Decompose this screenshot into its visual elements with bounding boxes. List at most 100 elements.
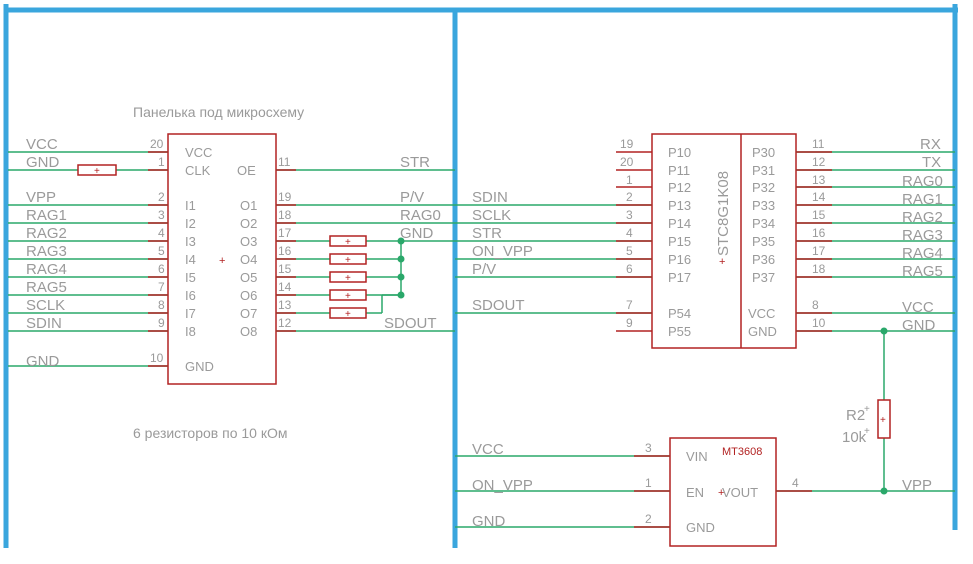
boost-converter: MT3608 + VCC 3 VIN ON_VPP 1 EN GND 2 GND… <box>455 437 955 547</box>
net-label: P/V <box>472 261 496 278</box>
pin-name: P37 <box>752 270 775 285</box>
mcu-right-pin-10: GND 10 GND <box>748 316 955 339</box>
net-label: RX <box>920 136 941 153</box>
pin-number: 1 <box>645 476 652 490</box>
socket-right-pin-4: O3 17 GND <box>240 225 455 249</box>
net-label: STR <box>472 225 502 242</box>
net-label: RAG2 <box>902 209 943 226</box>
net-label: RAG2 <box>26 225 67 242</box>
junction-dot <box>397 291 405 299</box>
pin-number: 20 <box>620 155 634 169</box>
ref-mark: + <box>864 404 870 415</box>
pin-name: P15 <box>668 234 691 249</box>
pullup-resistor-array: + + + + + <box>329 235 405 320</box>
pin-name: O6 <box>240 288 257 303</box>
socket-left-pin-9: SCLK 8 I7 <box>8 297 196 321</box>
net-label: RAG0 <box>400 207 441 224</box>
net-label: GND <box>26 353 60 370</box>
pin-name: VCC <box>748 306 775 321</box>
net-label: SDIN <box>26 315 62 332</box>
boost-body <box>669 437 777 547</box>
pin-name: P12 <box>668 180 691 195</box>
pin-name: P32 <box>752 180 775 195</box>
pin-number: 6 <box>158 262 165 276</box>
pin-number: 1 <box>626 173 633 187</box>
socket-right-pin-2: O1 19 P/V <box>240 189 455 213</box>
pin-number: 6 <box>626 262 633 276</box>
net-label: VPP <box>26 189 56 206</box>
pin-number: 19 <box>620 137 634 151</box>
mcu-left-pin-2: 20 P11 <box>616 155 690 178</box>
pin-number: 16 <box>278 244 292 258</box>
socket-title-note: Панелька под микросхему <box>133 104 304 120</box>
net-label: RAG4 <box>26 261 67 278</box>
pin-name: VOUT <box>722 485 758 500</box>
socket-left-pin-2: + GND 1 CLK <box>8 154 211 178</box>
boost-right-pin-1: VOUT 4 VPP <box>722 476 955 500</box>
pin-name: P30 <box>752 145 775 160</box>
mcu-part-name: STC8G1K08 <box>715 171 732 256</box>
net-label: RAG3 <box>902 227 943 244</box>
pin-name: CLK <box>185 163 211 178</box>
pin-name: EN <box>686 485 704 500</box>
pin-name: P14 <box>668 216 691 231</box>
socket-right-pin-8: O7 13 <box>240 298 382 321</box>
net-label: STR <box>400 154 430 171</box>
net-label: SCLK <box>26 297 65 314</box>
pin-number: 11 <box>278 155 291 169</box>
pin-number: 5 <box>626 244 633 258</box>
pullup-resistor <box>329 307 367 319</box>
r2-value: 10k <box>842 429 867 446</box>
pullup-resistor <box>329 235 367 247</box>
socket-right-pin-5: O4 16 <box>240 244 401 267</box>
pin-name: O1 <box>240 198 257 213</box>
mcu-right-pin-8: P37 18 RAG5 <box>752 262 955 285</box>
mcu-right-pin-1: P30 11 RX <box>752 136 955 160</box>
socket-right-pin-7: O6 14 <box>240 280 401 303</box>
net-label: SDOUT <box>472 297 525 314</box>
net-label: VCC <box>26 136 58 153</box>
socket-left-pin-8: RAG5 7 I6 <box>8 279 196 303</box>
pin-number: 20 <box>150 137 164 151</box>
pin-name: P34 <box>752 216 775 231</box>
net-label: GND <box>400 225 434 242</box>
pin-name: P16 <box>668 252 691 267</box>
pin-name: I4 <box>185 252 196 267</box>
mcu-right-pin-7: P36 17 RAG4 <box>752 244 955 267</box>
socket-right-pin-3: O2 18 RAG0 <box>240 207 455 231</box>
net-label: ON_VPP <box>472 243 533 260</box>
bus-bars <box>3 4 958 548</box>
socket-left-pin-4: RAG1 3 I2 <box>8 207 196 231</box>
net-label: RAG5 <box>902 263 943 280</box>
pin-name: I6 <box>185 288 196 303</box>
net-label: GND <box>472 513 506 530</box>
pin-number: 2 <box>158 190 165 204</box>
pin-number: 3 <box>158 208 165 222</box>
mcu-right-pin-2: P31 12 TX <box>752 154 955 178</box>
pin-name: P10 <box>668 145 691 160</box>
mcu-left-pin-4: SDIN 2 P13 <box>455 189 691 213</box>
mcu-left-pin-6: STR 4 P15 <box>455 225 691 249</box>
mcu-left-pin-3: 1 P12 <box>616 173 691 195</box>
mcu-right-pin-6: P35 16 RAG3 <box>752 226 955 249</box>
pin-number: 3 <box>645 441 652 455</box>
pin-number: 17 <box>812 244 826 258</box>
net-label: RAG3 <box>26 243 67 260</box>
socket-left-pin-10: SDIN 9 I8 <box>8 315 196 339</box>
boost-left-pin-1: VCC 3 VIN <box>455 441 708 464</box>
resistor-mark: + <box>345 255 351 266</box>
mcu-right-pin-3: P32 13 RAG0 <box>752 173 955 195</box>
r2-ref: R2 <box>846 407 865 424</box>
junction-dot <box>397 255 405 263</box>
net-label: VCC <box>902 299 934 316</box>
pin-number: 18 <box>278 208 292 222</box>
socket-origin-mark: + <box>219 255 225 267</box>
junction-dot <box>880 327 888 335</box>
resistor-note: 6 резисторов по 10 кОм <box>133 425 287 441</box>
socket-left-pin-6: RAG3 5 I4 <box>8 243 196 267</box>
pin-number: 4 <box>792 476 799 490</box>
net-label: SDIN <box>472 189 508 206</box>
pin-number: 5 <box>158 244 165 258</box>
socket-left-pin-11: GND 10 GND <box>8 351 214 374</box>
